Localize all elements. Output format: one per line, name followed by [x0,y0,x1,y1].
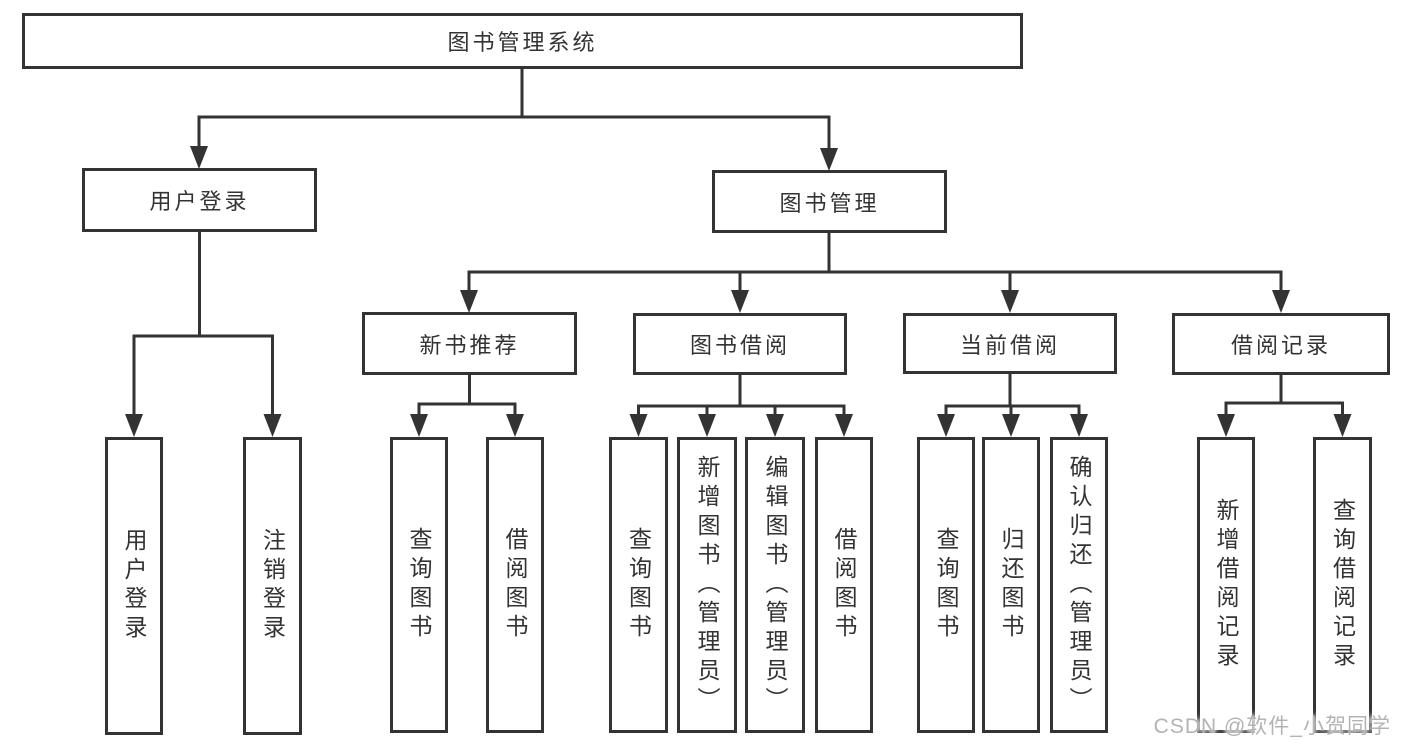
node-new-book-recommendation: 新书推荐 [362,312,577,375]
leaf-return-books: 归还图书 [982,437,1040,733]
node-label: 当前借阅 [959,332,1060,358]
node-book-management: 图书管理 [712,170,947,233]
node-label: 借阅图书 [831,527,857,643]
node-borrowing-records: 借阅记录 [1172,313,1390,375]
leaf-confirm-return-admin: 确认归还（管理员） [1050,437,1108,733]
node-label: 图书管理 [779,190,880,216]
leaf-query-borrow-record: 查询借阅记录 [1313,437,1372,733]
node-label: 图书管理系统 [447,30,598,55]
leaf-query-books-2: 查询图书 [609,437,668,733]
node-current-borrowing: 当前借阅 [903,313,1117,374]
node-label: 编辑图书（管理员） [762,454,788,716]
node-label: 用户登录 [121,528,147,644]
tree-edges [132,67,1344,416]
node-label: 用户登录 [149,189,250,214]
node-label: 确认归还（管理员） [1066,454,1092,716]
node-book-borrowing: 图书借阅 [633,313,847,375]
node-label: 查询图书 [625,527,652,643]
leaf-query-books-1: 查询图书 [390,437,448,733]
node-label: 借阅记录 [1230,333,1331,358]
node-label: 借阅图书 [502,527,528,643]
node-label: 注销登录 [259,528,286,644]
leaf-borrow-books-2: 借阅图书 [815,437,873,733]
node-label: 新书推荐 [419,332,520,358]
leaf-edit-book-admin: 编辑图书（管理员） [745,437,805,733]
arrowheads [125,146,1352,437]
leaf-add-borrow-record: 新增借阅记录 [1197,437,1255,733]
node-library-management-system: 图书管理系统 [22,13,1023,69]
leaf-add-book-admin: 新增图书（管理员） [677,437,737,733]
node-user-login: 用户登录 [82,168,317,232]
csdn-watermark: CSDN @软件_小贺同学 [1153,715,1391,738]
leaf-user-login: 用户登录 [105,437,163,735]
node-label: 查询图书 [933,527,959,643]
node-label: 图书借阅 [689,333,790,358]
leaf-logout: 注销登录 [243,437,302,735]
node-label: 查询图书 [406,527,432,643]
node-label: 查询借阅记录 [1329,498,1356,672]
leaf-borrow-books-1: 借阅图书 [486,437,544,733]
leaf-query-books-3: 查询图书 [917,437,975,733]
node-label: 新增图书（管理员） [694,454,720,716]
node-label: 新增借阅记录 [1213,498,1239,672]
node-label: 归还图书 [998,527,1024,643]
